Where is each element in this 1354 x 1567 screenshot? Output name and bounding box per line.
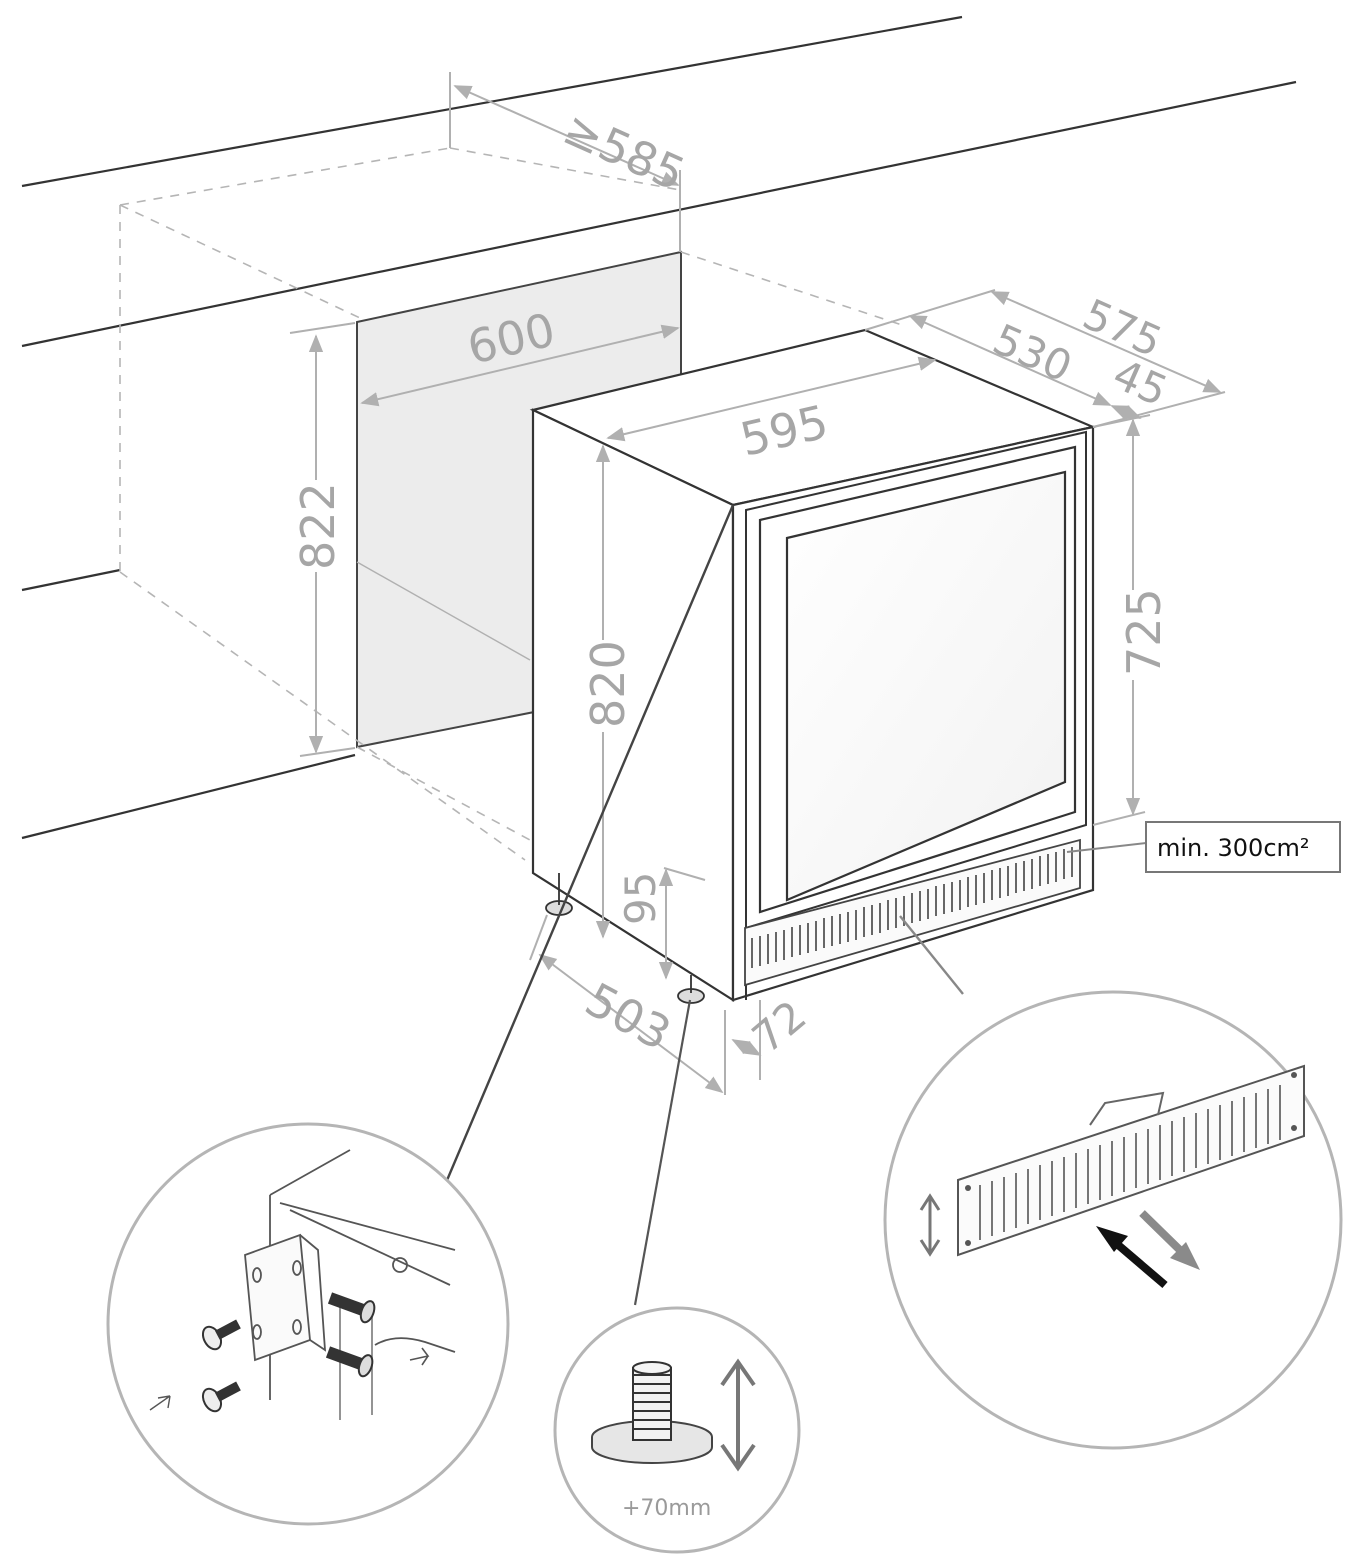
plinth-height-label: 95 [616,872,665,925]
niche-height-label: 822 [291,482,345,570]
leader-lines [443,504,964,1306]
door-height-label: 725 [1117,588,1171,676]
airflow-out-arrow-icon [1139,1210,1200,1270]
airflow-in-arrow-icon [1096,1226,1168,1289]
vertical-adjust-icon [919,1193,941,1257]
niche-depth-label: ≥585 [556,101,693,202]
height-adjust-arrow-icon [720,1358,756,1472]
door-depth-label: 45 [1106,349,1175,416]
ventilation-callout: min. 300cm² [1066,821,1341,873]
ventilation-label-box [1145,821,1341,873]
ventilation-label: min. 300cm² [1157,834,1310,862]
foot-detail: +70mm [553,1306,801,1554]
foot-adjustment-label: +70mm [622,1496,711,1521]
grille-slots [751,847,1073,968]
door-glass [785,470,1067,902]
grille-detail [883,990,1343,1450]
body-depth-label: 530 [986,314,1079,391]
bracket-detail [106,1122,510,1526]
screw-icons [201,1292,376,1413]
appliance-height-label: 820 [581,640,635,728]
